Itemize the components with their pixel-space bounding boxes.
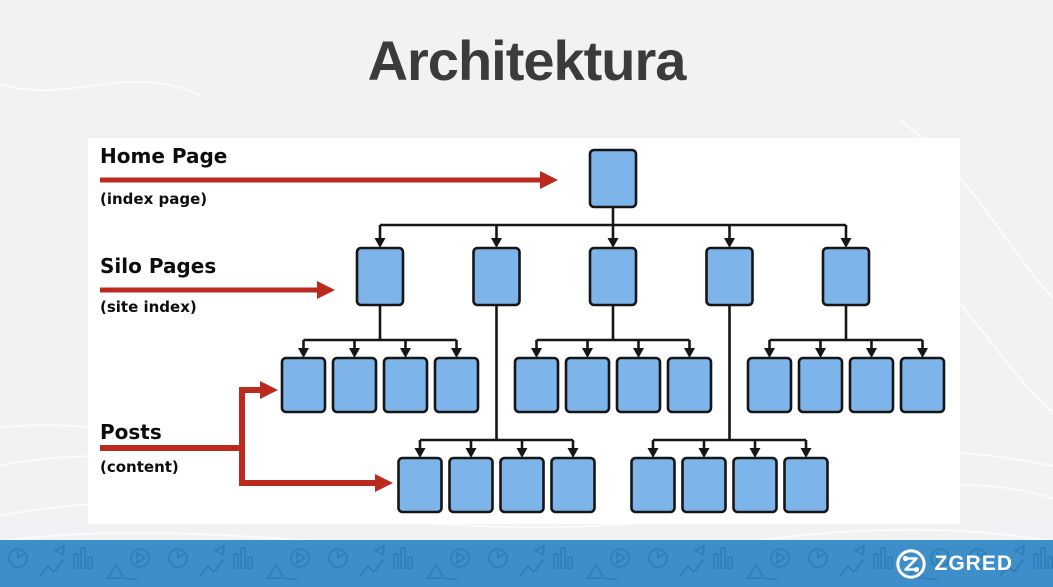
home-page-label: Home Page [100,144,228,168]
home-page-box [588,148,638,209]
zgred-logo-icon [895,548,926,579]
posts-sublabel: (content) [100,458,179,476]
posts-label: Posts [100,420,162,444]
post-box [382,356,429,414]
diagram-panel: Home Page (index page) Silo Pages (site … [88,138,960,524]
silo-page-box [588,246,638,307]
silo-page-box [705,246,754,307]
post-box [630,456,676,514]
brand: ZGRED [895,540,1014,587]
home-page-sublabel: (index page) [100,190,208,208]
post-box [397,456,443,514]
silo-pages-label: Silo Pages [100,254,217,278]
site-architecture-diagram [100,148,946,514]
post-box [550,456,596,514]
slide-title: Architektura [367,29,687,92]
post-box [615,356,662,414]
post-box [513,356,560,414]
post-box [433,356,480,414]
post-box [899,356,946,414]
post-box [448,456,494,514]
silo-page-box [821,246,871,307]
post-box [681,456,727,514]
post-box [783,456,829,514]
post-box [732,456,778,514]
post-box [499,456,545,514]
post-box [564,356,611,414]
post-box [746,356,793,414]
post-box [331,356,378,414]
footer-doodle-pattern [0,540,1053,587]
silo-page-box [355,246,405,307]
brand-name: ZGRED [934,551,1013,575]
silo-page-box [472,246,521,307]
silo-pages-sublabel: (site index) [100,298,197,316]
post-box [666,356,713,414]
footer-bar: ZGRED [0,540,1053,587]
post-box [797,356,844,414]
post-box [280,356,327,414]
post-box [848,356,895,414]
